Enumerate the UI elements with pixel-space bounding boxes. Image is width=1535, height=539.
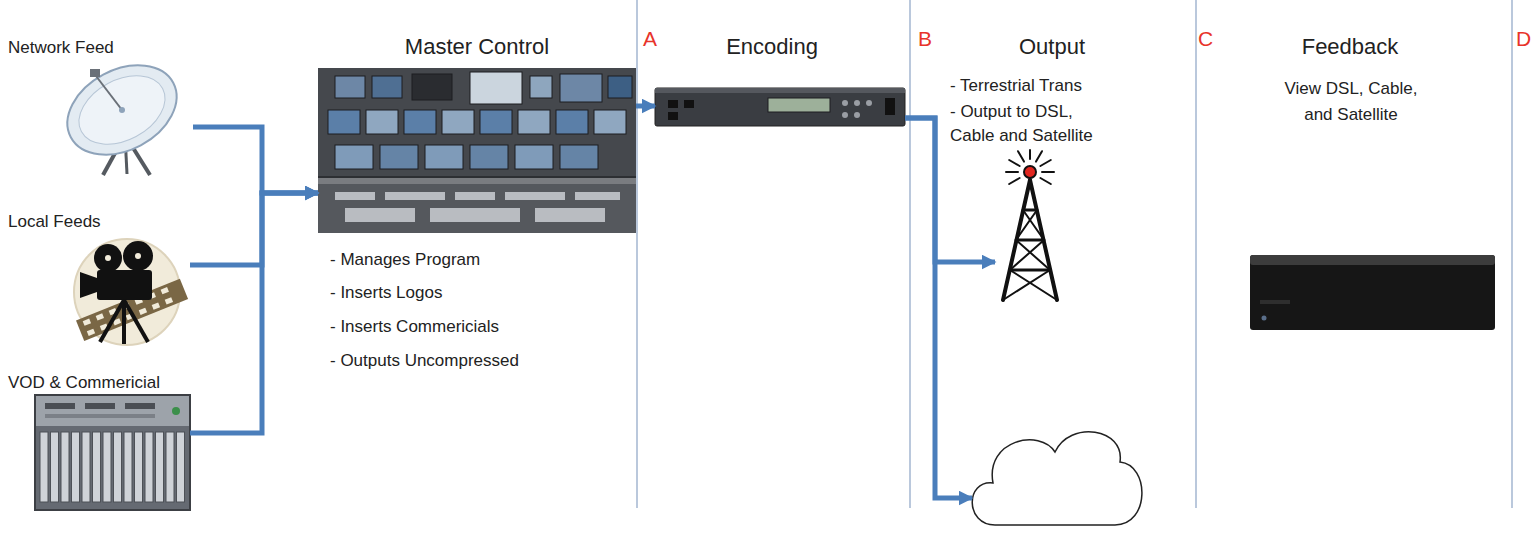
set-top-box	[1250, 255, 1495, 330]
source-label: Local Feeds	[8, 212, 101, 232]
encoder-device	[655, 88, 905, 126]
flow-arrow	[636, 104, 655, 109]
feed-source: VOD & Commericial	[5, 365, 190, 512]
flow-arrow	[190, 193, 318, 433]
stage-description: View DSL, Cable, and Satellite	[1271, 76, 1431, 128]
feed-source: Local Feeds	[5, 205, 190, 347]
flow-arrow	[193, 127, 318, 193]
bullet-text: - Terrestrial Trans	[950, 76, 1082, 96]
feed-source: Network Feed	[5, 30, 193, 178]
flow-arrow	[905, 118, 972, 498]
section-letter: D	[1516, 26, 1531, 51]
network-cloud	[972, 432, 1142, 525]
bullet-text: - Output to DSL, Cable and Satellite	[950, 100, 1115, 148]
source-label: VOD & Commericial	[8, 373, 160, 393]
bullet-text: - Inserts Commericials	[330, 317, 499, 337]
bullet-text: - Inserts Logos	[330, 283, 442, 303]
movie-camera	[74, 239, 188, 345]
section-letter: C	[1198, 26, 1213, 51]
flow-arrow	[190, 193, 318, 265]
stage-heading: Encoding	[726, 34, 818, 60]
video-server	[35, 395, 190, 510]
stage-heading: Master Control	[405, 34, 549, 60]
section-letter: B	[918, 26, 932, 51]
stage-heading: Feedback	[1302, 34, 1399, 60]
source-label: Network Feed	[8, 38, 114, 58]
stage-heading: Output	[1019, 34, 1085, 60]
transmission-tower	[1003, 150, 1057, 300]
process-stage: Master Control - Manages Program - Inserts…	[318, 30, 636, 376]
bullet-text: - Outputs Uncompressed	[330, 351, 519, 371]
process-stage: Encoding	[655, 30, 905, 130]
master-control-photo	[318, 68, 636, 233]
section-letter: A	[643, 26, 657, 51]
process-stage: FeedbackView DSL, Cable, and Satellite	[1220, 30, 1505, 335]
process-stage: Output - Terrestrial Trans - Output to DSL…	[915, 30, 1190, 532]
bullet-text: - Manages Program	[330, 250, 480, 270]
satellite-dish	[52, 47, 192, 175]
section-dividers	[637, 0, 1512, 508]
